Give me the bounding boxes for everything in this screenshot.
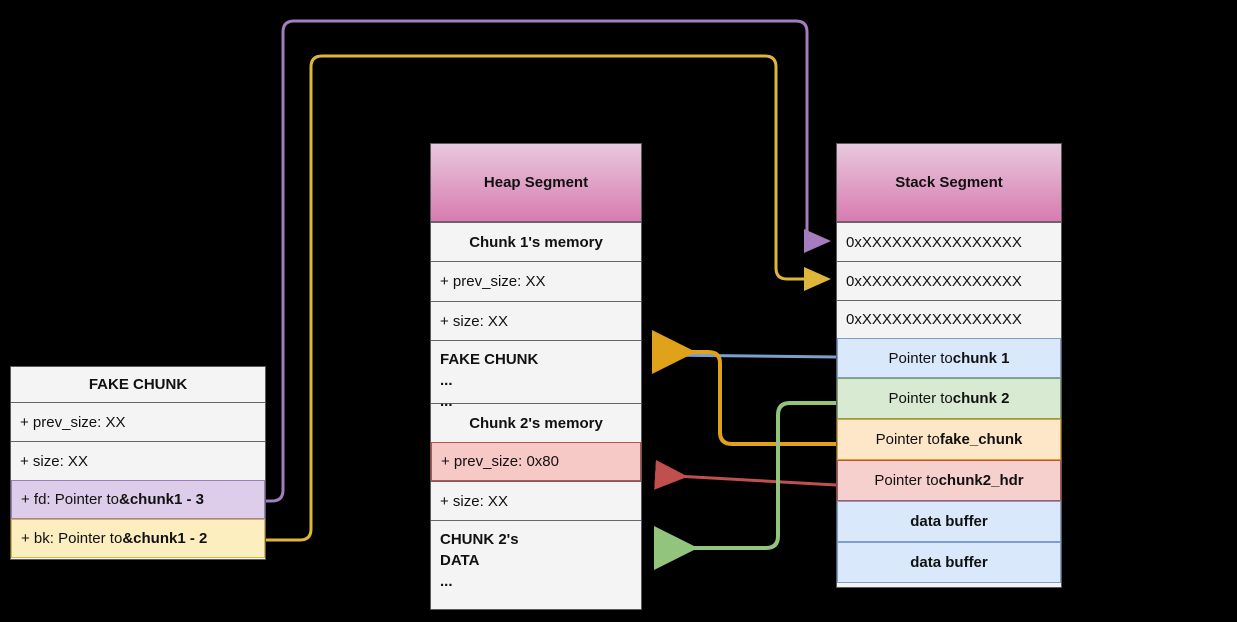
stack-row-pointer-chunk1-target: chunk 1 (952, 349, 1010, 367)
wire-chunk2hdr-ptr-to-prev-size (654, 459, 837, 490)
heap-segment-box: Heap Segment Chunk 1's memory + prev_siz… (430, 143, 642, 610)
stack-segment-title: Stack Segment (837, 144, 1061, 222)
stack-row-pointer-chunk2-hdr: Pointer to chunk2_hdr (837, 460, 1061, 501)
fake-chunk-row-fd-target: &chunk1 - 3 (118, 491, 205, 508)
stack-row-data-buffer-1: data buffer (837, 501, 1061, 542)
fake-chunk-row-size: + size: XX (11, 441, 265, 480)
stack-row-data-buffer-2: data buffer (837, 542, 1061, 583)
stack-row-pointer-chunk1-prefix: Pointer to (888, 349, 953, 367)
stack-row-pointer-chunk2-target: chunk 2 (952, 390, 1010, 407)
fake-chunk-row-bk-target: &chunk1 - 2 (122, 530, 208, 547)
stack-row-pointer-chunk2-hdr-prefix: Pointer to (874, 472, 939, 489)
stack-row-pointer-chunk2-prefix: Pointer to (888, 390, 953, 407)
fake-chunk-row-bk: + bk: Pointer to &chunk1 - 2 (11, 519, 265, 558)
stack-row-pointer-fake-chunk: Pointer to fake_chunk (837, 419, 1061, 460)
heap-row-chunk2-memory: Chunk 2's memory (431, 403, 641, 442)
fake-chunk-title: FAKE CHUNK (11, 367, 265, 402)
heap-row-chunk2-size: + size: XX (431, 481, 641, 520)
stack-segment-box: Stack Segment 0xXXXXXXXXXXXXXXXX 0xXXXXX… (836, 143, 1062, 588)
wire-chunk2-ptr-to-chunk2-data (654, 401, 836, 570)
stack-row-pointer-chunk1: Pointer to chunk 1 (837, 338, 1061, 378)
fake-chunk-row-prev-size: + prev_size: XX (11, 402, 265, 441)
wire-chunk1-ptr-to-fake-chunk (656, 341, 837, 369)
fake-chunk-row-fd-prefix: + fd: Pointer to (21, 491, 119, 508)
stack-row-pointer-fake-chunk-prefix: Pointer to (875, 431, 940, 448)
fake-chunk-row-bk-prefix: + bk: Pointer to (21, 530, 123, 547)
wire-fake-chunk-ptr-to-fake-chunk (652, 330, 836, 446)
heap-row-chunk1-size: + size: XX (431, 301, 641, 340)
stack-row-addr-1: 0xXXXXXXXXXXXXXXXX (837, 222, 1061, 261)
heap-row-chunk2-prev-size: + prev_size: 0x80 (431, 442, 641, 481)
fake-chunk-row-fd: + fd: Pointer to &chunk1 - 3 (11, 480, 265, 519)
stack-row-pointer-fake-chunk-target: fake_chunk (939, 431, 1023, 448)
stack-row-addr-2: 0xXXXXXXXXXXXXXXXX (837, 261, 1061, 300)
heap-segment-title: Heap Segment (431, 144, 641, 222)
heap-row-chunk2-data: CHUNK 2's DATA ... (431, 520, 641, 590)
heap-row-chunk1-memory: Chunk 1's memory (431, 222, 641, 261)
fake-chunk-box: FAKE CHUNK + prev_size: XX + size: XX + … (10, 366, 266, 560)
heap-row-chunk1-prev-size: + prev_size: XX (431, 261, 641, 301)
stack-row-addr-3: 0xXXXXXXXXXXXXXXXX (837, 300, 1061, 338)
stack-row-pointer-chunk2: Pointer to chunk 2 (837, 378, 1061, 419)
stack-row-pointer-chunk2-hdr-target: chunk2_hdr (938, 472, 1024, 489)
heap-row-fake-chunk: FAKE CHUNK ... ... (431, 340, 641, 410)
